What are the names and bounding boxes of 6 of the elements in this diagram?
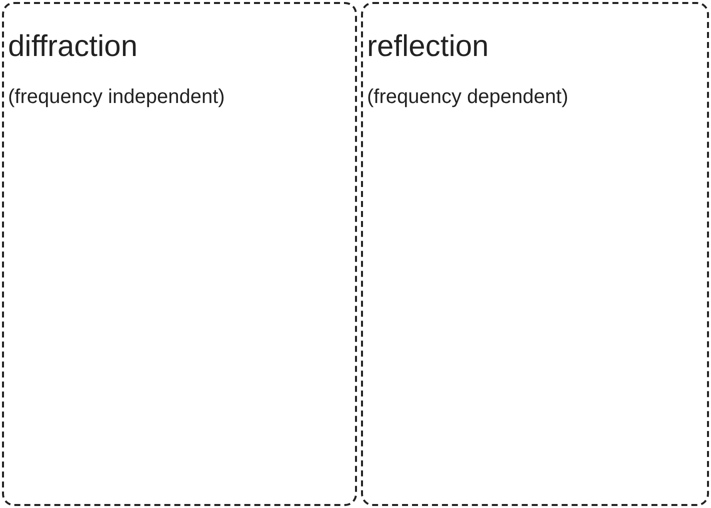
dashed-box [2, 2, 357, 506]
box-heading: diffraction [8, 30, 138, 64]
box-subtitle: (frequency dependent) [367, 86, 568, 109]
box-subtitle: (frequency independent) [8, 86, 225, 109]
dashed-box [361, 2, 709, 506]
box-heading: reflection [367, 30, 489, 64]
